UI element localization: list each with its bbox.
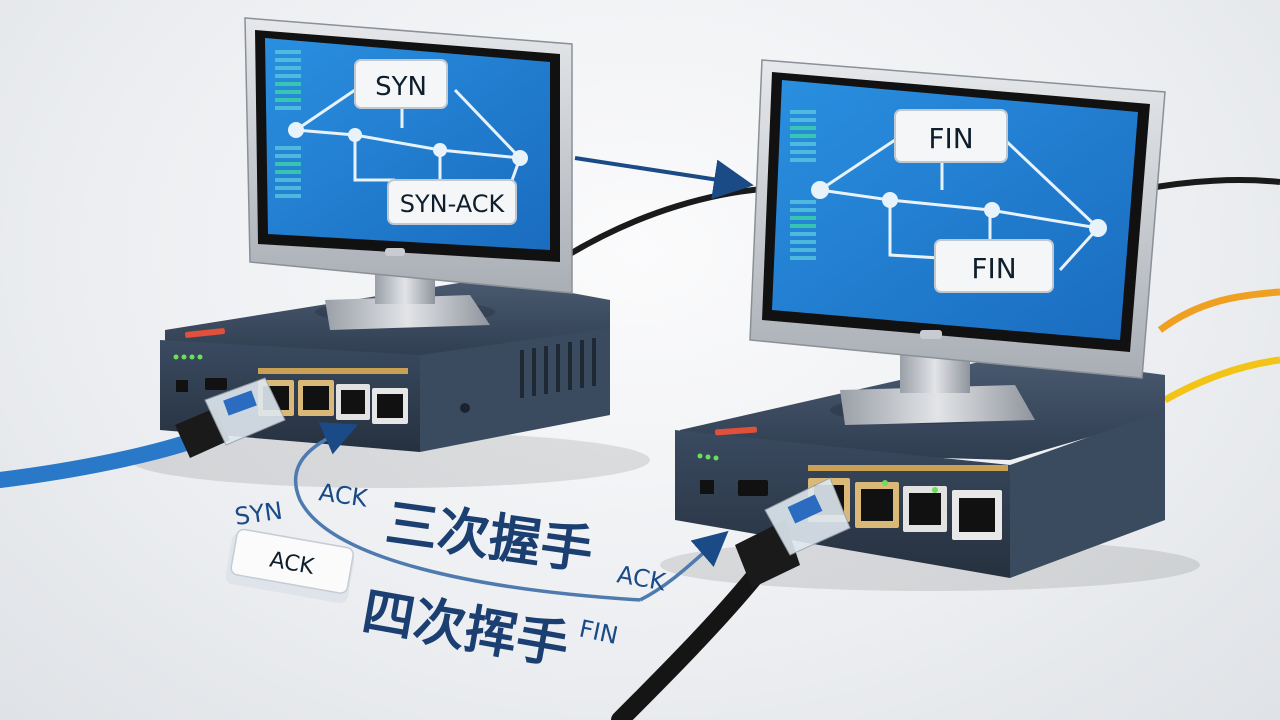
right-monitor: FIN FIN <box>749 59 1166 425</box>
yellow-cable <box>1163 356 1280 404</box>
monitor-button <box>385 248 405 256</box>
status-leds <box>173 354 203 360</box>
rj45-plug-left <box>175 377 286 458</box>
usb-port <box>205 378 227 390</box>
black-cable-back-left <box>558 185 781 263</box>
fin-label-bottom: FIN <box>971 252 1016 285</box>
power-port <box>176 380 188 392</box>
fin-label-top: FIN <box>928 122 973 155</box>
signal-bars <box>790 110 816 260</box>
fin-label-box-bottom <box>934 239 1054 293</box>
router-vent <box>520 338 596 398</box>
rj45-plug-right <box>735 477 851 588</box>
orange-cable <box>1157 288 1280 333</box>
blue-ethernet-cable <box>0 432 203 488</box>
status-leds <box>697 453 719 461</box>
fin-label-box-top <box>894 109 1008 163</box>
monitor-button <box>920 330 942 339</box>
router-accent-strip <box>184 328 226 338</box>
floor-ack-left-label: ACK <box>317 478 370 513</box>
power-port <box>700 480 714 494</box>
left-monitor: SYN SYN-ACK <box>244 17 573 330</box>
usb-port <box>738 480 768 496</box>
syn-ack-label: SYN-ACK <box>400 190 506 218</box>
floor-fin-label: FIN <box>577 614 621 649</box>
ack-arrow-right <box>639 530 729 602</box>
floor-syn-label: SYN <box>233 497 284 531</box>
router-accent-strip <box>714 426 758 436</box>
black-ethernet-cable <box>611 561 769 720</box>
transfer-arrow <box>574 156 754 200</box>
signal-bars <box>275 50 301 198</box>
syn-label-box <box>354 59 448 109</box>
black-cable-back-right <box>1139 177 1280 193</box>
four-way-wave-label: 四次挥手 <box>358 582 573 677</box>
floor-ack-tile: ACK <box>225 528 355 604</box>
reset-button <box>460 403 470 413</box>
syn-ack-label-box <box>387 179 517 225</box>
handshake-arc <box>293 422 641 602</box>
syn-label: SYN <box>375 72 427 102</box>
